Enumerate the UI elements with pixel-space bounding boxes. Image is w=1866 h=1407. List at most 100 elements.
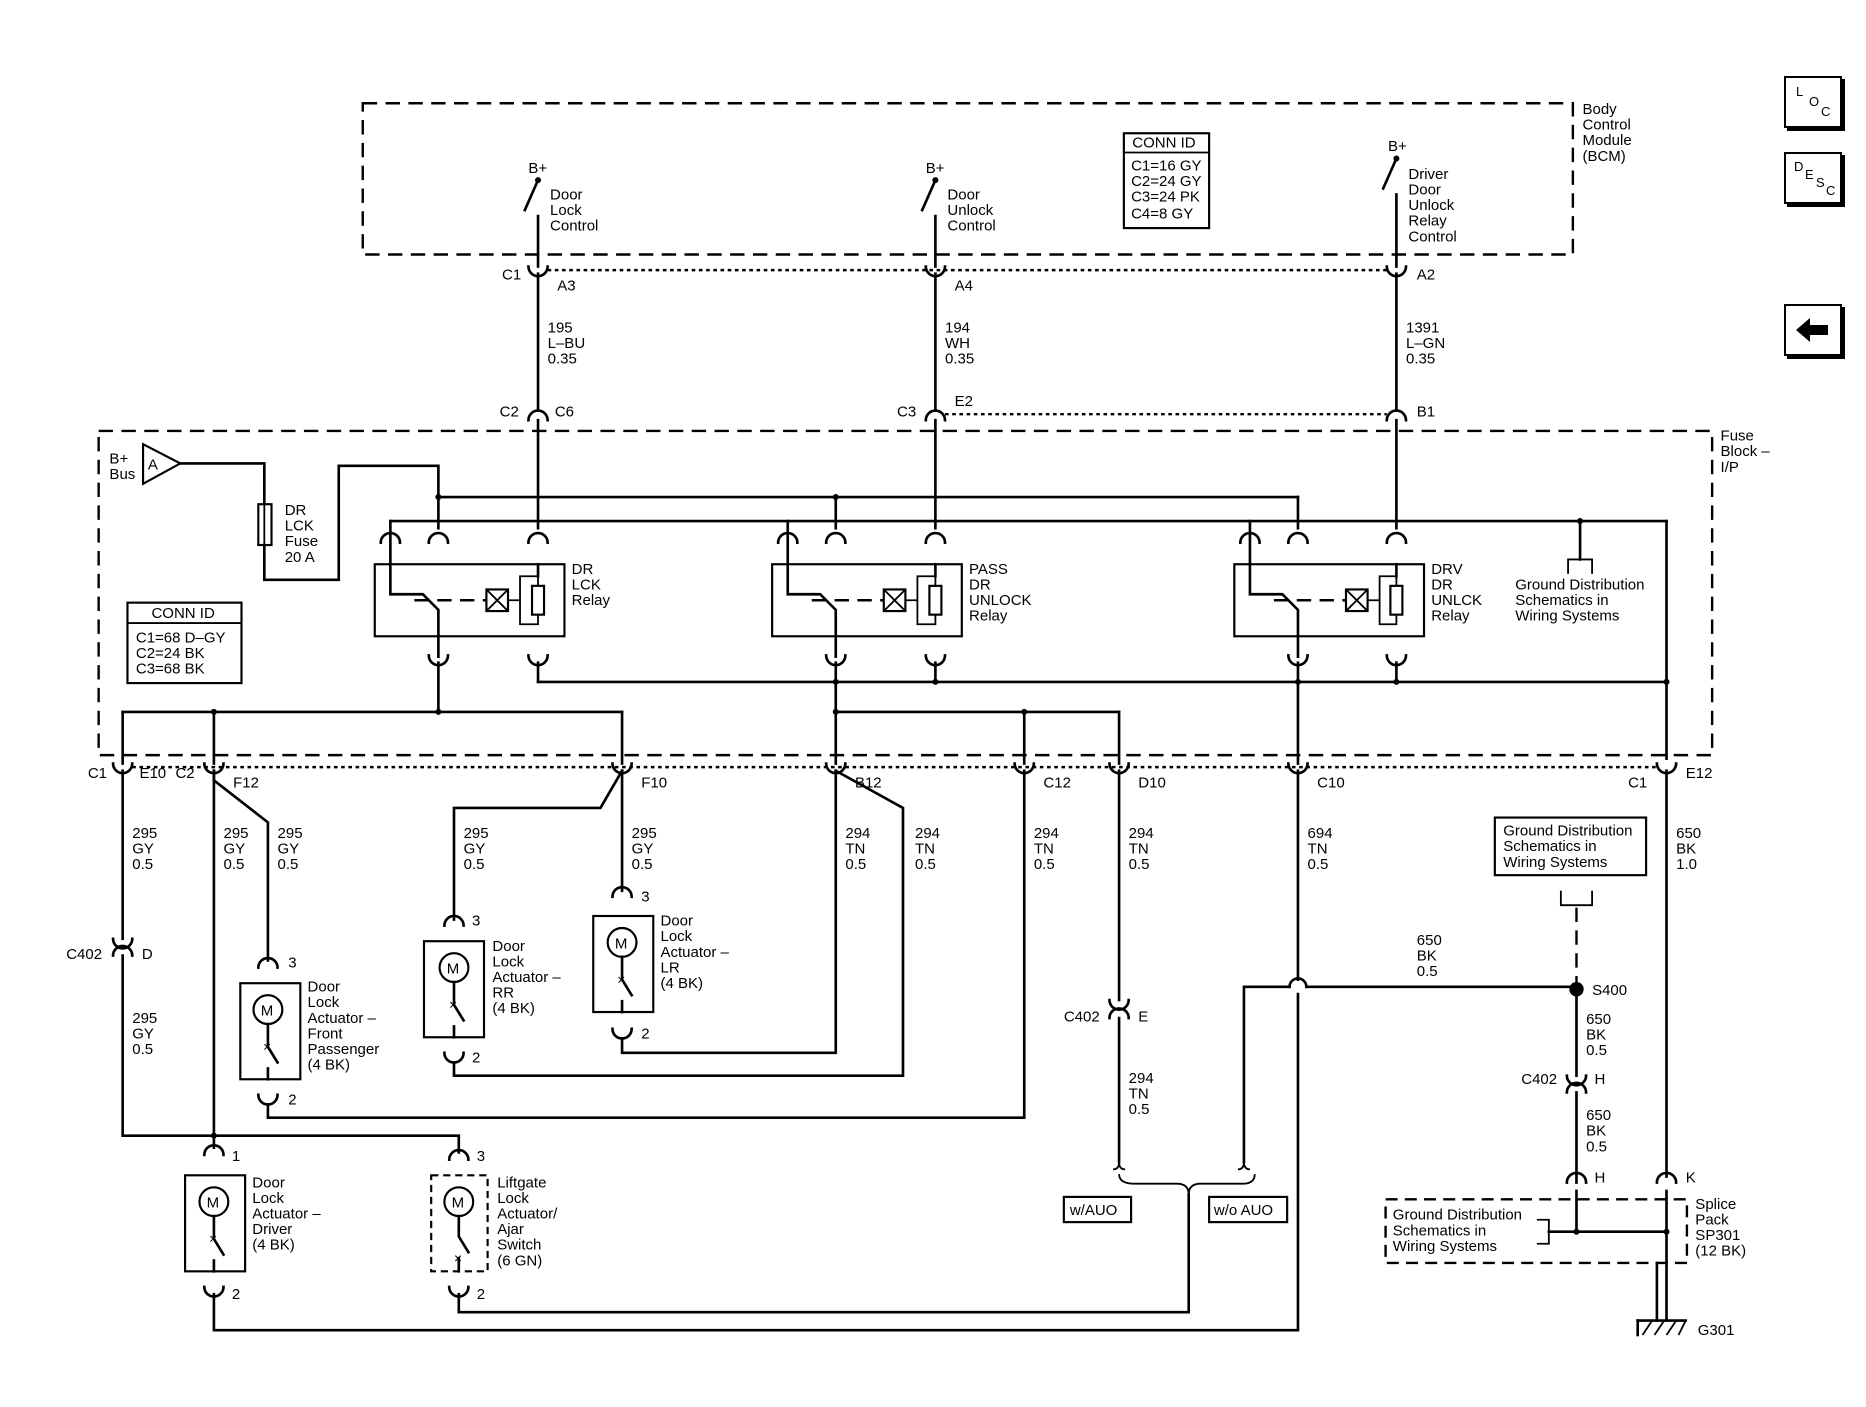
loc-letter: O [1809, 94, 1820, 109]
relay-label: DR [1431, 576, 1453, 593]
connector-label: C3 [897, 404, 916, 421]
pin-label: E2 [955, 393, 973, 410]
ground-note: Schematics in [1503, 838, 1596, 855]
wire-label: GY [223, 841, 245, 858]
actuator-label: (4 BK) [660, 975, 703, 992]
pin-label: E12 [1686, 765, 1713, 782]
actuator-label: Lock [492, 953, 524, 970]
wire-label: 0.35 [1406, 351, 1435, 368]
loc-button[interactable]: L O C [1784, 76, 1842, 128]
wire-label: 650 [1676, 825, 1701, 842]
wire-label: TN [1129, 841, 1149, 858]
actuator-label: Switch [497, 1237, 541, 1254]
bcm-output-door-lock: B+ Door Lock Control [523, 160, 598, 268]
inline-pin: H [1594, 1170, 1605, 1187]
bcm-conn-id-table: CONN ID C1=16 GY C2=24 GY C3=24 PK C4=8 … [1122, 132, 1211, 230]
actuator-label: (4 BK) [252, 1237, 295, 1254]
option-label-w-auo: w/AUO [1069, 1202, 1118, 1219]
motor-symbol: M [452, 1195, 465, 1212]
fuse-block-ip: Fuse Block – I/P B+ Bus A DR LCK Fuse 20… [97, 418, 1771, 765]
output-label: Relay [1408, 213, 1447, 230]
actuator-driver: M × 1 2 Door Lock Actuator – Driver (4 B… [184, 1143, 321, 1303]
bcm-label-1: Body [1582, 101, 1617, 118]
output-label: Door [947, 186, 980, 203]
actuator-label: Lock [660, 928, 692, 945]
wire-label: 0.5 [223, 856, 244, 873]
wire-label: 294 [1129, 1070, 1154, 1087]
output-label: Control [1408, 228, 1456, 245]
fb-conn-id-row: C2=24 BK [136, 645, 205, 662]
actuator-label: Actuator – [492, 969, 561, 986]
svg-text:×: × [454, 1251, 462, 1266]
wire-label: 1391 [1406, 320, 1439, 337]
fuse-block-label: Fuse [1721, 428, 1754, 445]
actuator-label: Actuator – [252, 1206, 321, 1223]
motor-symbol: M [447, 961, 460, 978]
svg-text:×: × [209, 1232, 217, 1247]
wire-label: 295 [464, 825, 489, 842]
back-button[interactable] [1784, 304, 1842, 356]
relay-label: UNLOCK [969, 592, 1032, 609]
wire-label: BK [1676, 841, 1696, 858]
bcm-module: Body Control Module (BCM) CONN ID C1=16 … [361, 101, 1632, 268]
pin-number: 2 [232, 1286, 240, 1303]
actuator-label: Driver [252, 1221, 292, 1238]
actuator-label: Actuator – [660, 944, 729, 961]
actuator-label: Lock [497, 1190, 529, 1207]
bcm-conn-id-row: C1=16 GY [1131, 157, 1201, 174]
relay-label: Relay [969, 608, 1008, 625]
wire-label: 0.5 [464, 856, 485, 873]
splice-pack-label: SP301 [1695, 1227, 1740, 1244]
ground-note: Schematics in [1515, 592, 1608, 609]
wire-label: 0.35 [548, 351, 577, 368]
pin-number: 2 [641, 1025, 649, 1042]
inline-pin: D [142, 946, 153, 963]
wire-label: TN [845, 841, 865, 858]
wire-label: 0.5 [632, 856, 653, 873]
bcm-conn-id-row: C2=24 GY [1131, 173, 1201, 190]
wire-label: TN [915, 841, 935, 858]
splice-pack-label: Splice [1695, 1196, 1736, 1213]
wire-label: 194 [945, 320, 970, 337]
splice-pack-label: Pack [1695, 1212, 1729, 1229]
bcm-conn-id-row: C4=8 GY [1131, 205, 1193, 222]
actuator-label: Door [252, 1174, 285, 1191]
option-selector: w/AUO w/o AUO [457, 1162, 1289, 1314]
desc-letter: E [1805, 167, 1814, 182]
wire-label: GY [278, 841, 300, 858]
actuator-label: (4 BK) [492, 1000, 535, 1017]
splice-s400-dot [1569, 982, 1584, 997]
wire-label: GY [132, 1025, 154, 1042]
relay-label: PASS [969, 561, 1008, 578]
option-label-wo-auo: w/o AUO [1213, 1202, 1273, 1219]
relay-label: Relay [572, 592, 611, 609]
connector-label: C1 [502, 267, 521, 284]
wire-label: 294 [1129, 825, 1154, 842]
relay-label: DR [572, 561, 594, 578]
wire-label: 0.5 [132, 1041, 153, 1058]
wire-label: 0.5 [845, 856, 866, 873]
pin-label: F10 [641, 775, 667, 792]
relay-label: Relay [1431, 608, 1470, 625]
desc-button[interactable]: D E S C [1784, 152, 1842, 204]
bcm-connector-row: C1 A3 A4 A2 [502, 265, 1435, 295]
bcm-output-door-unlock: B+ Door Unlock Control [920, 160, 996, 268]
actuator-label: Actuator/ [497, 1206, 558, 1223]
relay-drv-dr-unlck: DRV DR UNLCK Relay [1233, 531, 1482, 667]
actuator-label: Actuator – [308, 1010, 377, 1027]
fb-conn-id-row: C3=68 BK [136, 660, 205, 677]
pin-number: 2 [477, 1286, 485, 1303]
pin-label: B12 [855, 775, 882, 792]
pin-number: 3 [288, 955, 296, 972]
actuator-label: Door [660, 913, 693, 930]
fuse-block-label: Block – [1721, 443, 1771, 460]
wire-label: 295 [132, 1010, 157, 1027]
inline-pin: K [1686, 1170, 1696, 1187]
bcm-conn-id-title: CONN ID [1132, 135, 1196, 152]
relay-label: UNLCK [1431, 592, 1482, 609]
output-label: Unlock [1408, 197, 1454, 214]
wire-label: TN [1308, 841, 1328, 858]
actuator-label: Ajar [497, 1221, 524, 1238]
bus-letter: A [148, 456, 158, 473]
